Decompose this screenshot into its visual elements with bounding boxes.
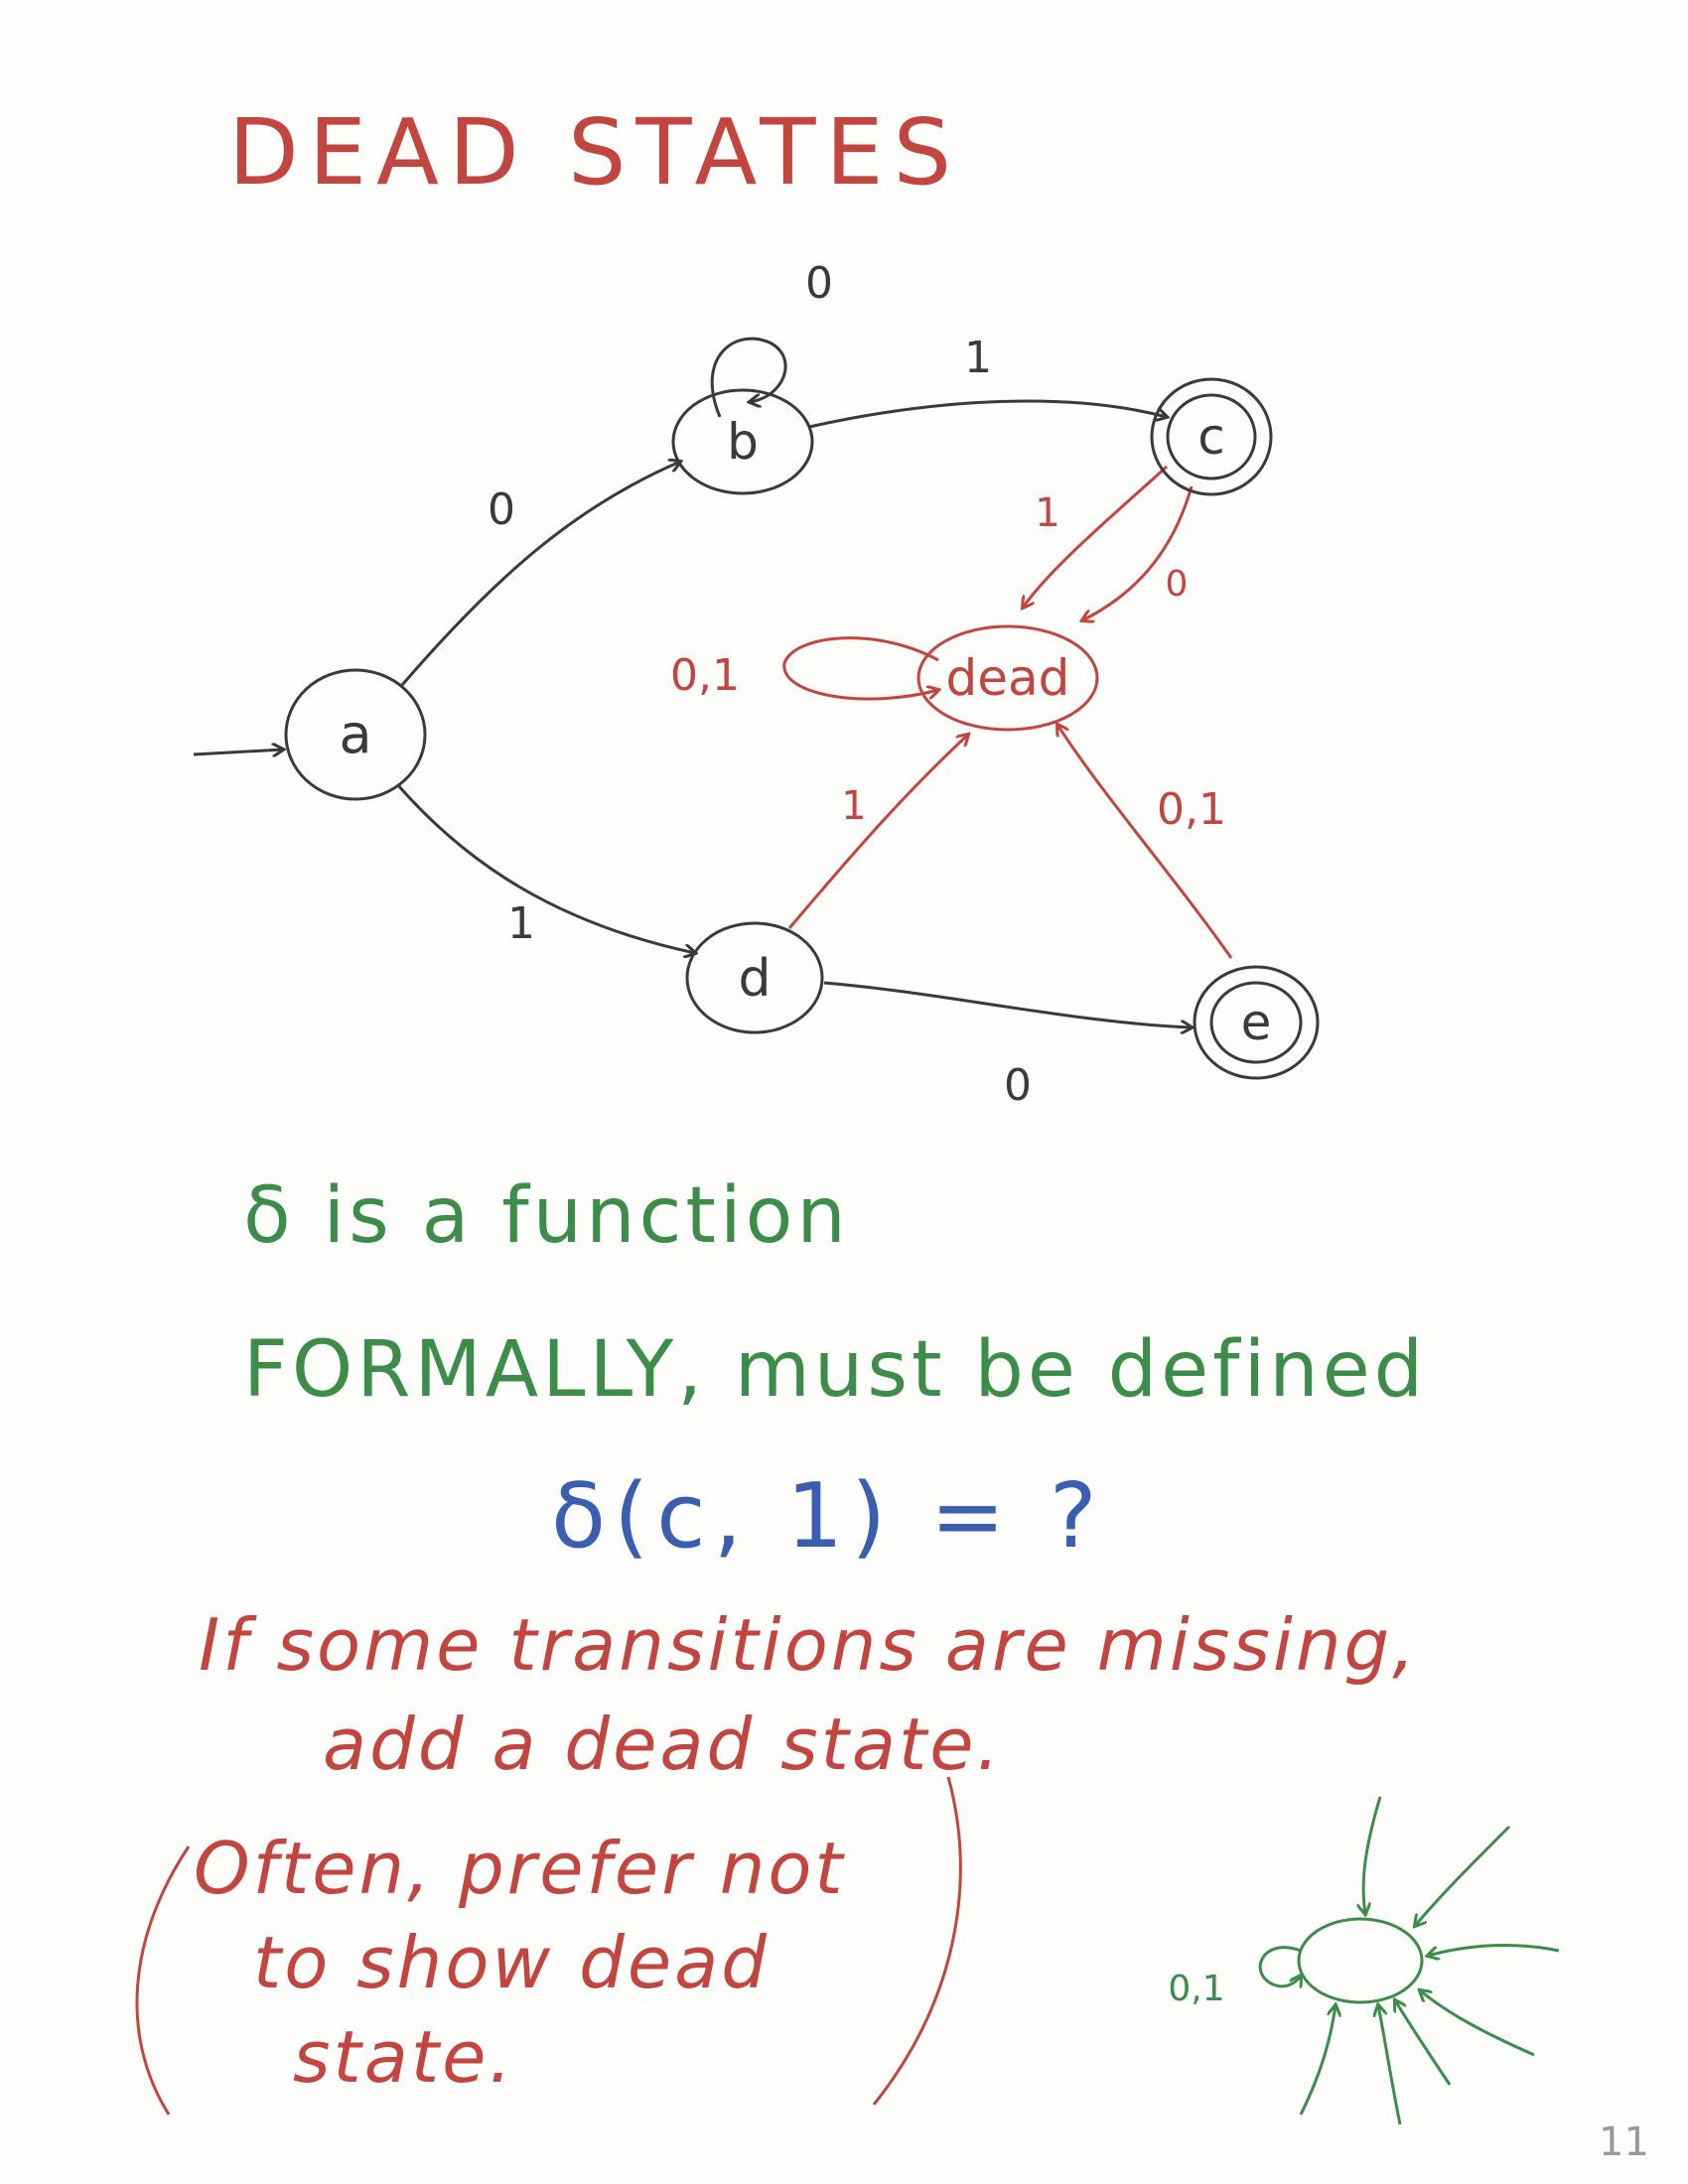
mini-dead-state	[1297, 1917, 1424, 2004]
state-b	[671, 388, 814, 495]
state-c-inner	[1166, 393, 1257, 480]
edge-b-c	[808, 399, 1167, 429]
state-d	[685, 921, 824, 1034]
edge-e-dead	[1057, 725, 1233, 959]
edge-b-b	[710, 337, 787, 418]
edge-a-b	[400, 462, 680, 686]
start-arrow	[193, 750, 283, 754]
edge-label-b-c: 1	[964, 333, 992, 383]
edge-dead-dead	[782, 636, 938, 701]
edge-label-c-dead-0: 0	[1166, 564, 1189, 605]
page-title: DEAD STATES	[228, 99, 961, 205]
edge-a-d	[395, 783, 695, 953]
left-paren	[135, 1845, 191, 2116]
edge-label-a-b: 0	[488, 484, 515, 535]
state-a	[284, 668, 427, 801]
note-state: state.	[293, 2015, 515, 2099]
edge-label-b-b: 0	[805, 258, 833, 309]
note-equation: δ(c, 1) = ?	[551, 1464, 1105, 1569]
edge-c-dead-1	[1023, 465, 1169, 608]
state-d-label: d	[738, 949, 771, 1009]
state-c-outer	[1150, 377, 1273, 496]
state-dead	[916, 624, 1099, 732]
edge-label-c-dead-1: 1	[1035, 490, 1059, 536]
note-delta-function: δ is a function	[243, 1171, 850, 1261]
note-formally-defined: FORMALLY, must be defined	[243, 1325, 1428, 1415]
right-paren	[872, 1776, 962, 2106]
mini-self-loop	[1258, 1946, 1301, 1986]
state-e-label: e	[1241, 994, 1272, 1051]
edge-label-e-dead: 0,1	[1157, 784, 1226, 835]
note-missing-transitions: If some transitions are missing,	[199, 1603, 1419, 1687]
state-e-outer	[1193, 965, 1320, 1080]
edge-d-dead	[787, 735, 968, 929]
mini-loop-label: 0,1	[1168, 1969, 1224, 2009]
state-e-inner	[1209, 981, 1303, 1064]
edge-label-a-d: 1	[507, 898, 535, 949]
edge-label-d-e: 0	[1004, 1060, 1032, 1111]
edge-label-d-dead: 1	[841, 783, 866, 829]
state-b-label: b	[727, 413, 759, 471]
edge-label-dead-dead: 0,1	[670, 650, 740, 701]
edge-c-dead-0	[1082, 485, 1194, 620]
page-number: 11	[1599, 2119, 1649, 2165]
edge-d-e	[823, 981, 1192, 1027]
note-to-show-dead: to show dead	[253, 1921, 770, 2004]
note-add-dead-state: add a dead state.	[323, 1703, 1003, 1786]
state-dead-label: dead	[946, 649, 1070, 707]
state-a-label: a	[339, 703, 371, 765]
mini-incoming-arrows	[1299, 1796, 1560, 2125]
state-c-label: c	[1197, 408, 1225, 466]
note-often-prefer: Often, prefer not	[194, 1827, 846, 1910]
